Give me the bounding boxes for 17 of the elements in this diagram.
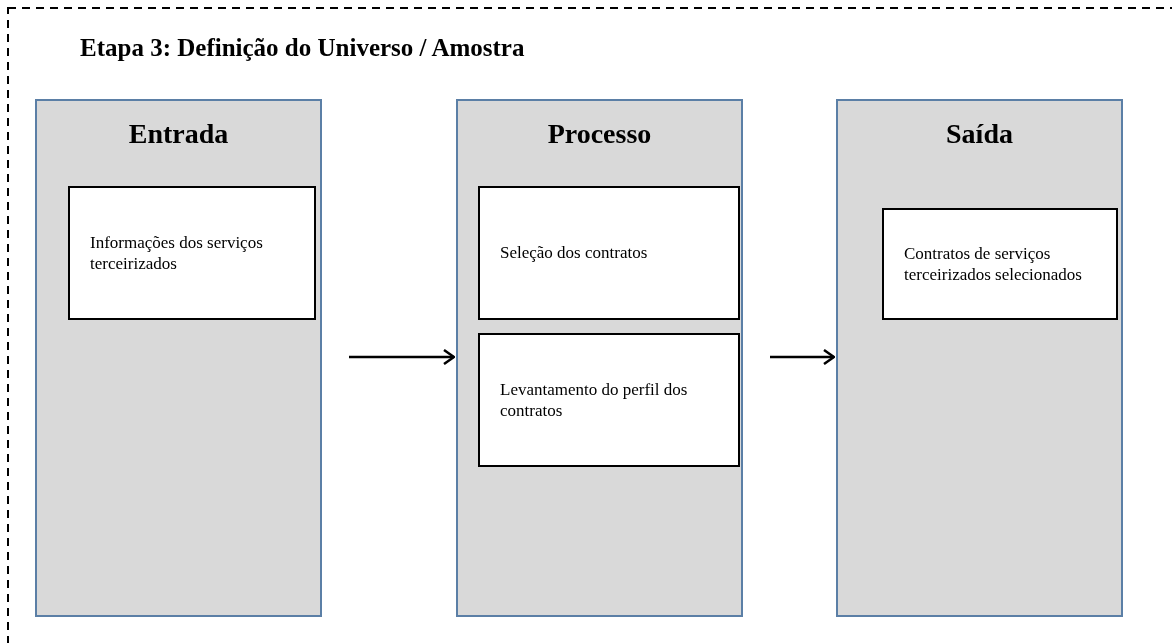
process-box	[478, 333, 740, 467]
panel-heading: Entrada	[127, 118, 230, 150]
arrow	[770, 348, 836, 366]
process-box	[68, 186, 316, 320]
stage-panel	[456, 99, 743, 617]
title: Etapa 3: Definição do Universo / Amostra	[80, 34, 525, 62]
box-text: Informações dos serviços terceirizados	[89, 231, 264, 275]
process-box	[882, 208, 1118, 320]
panel-heading: Saída	[945, 118, 1014, 150]
box-text: Levantamento do perfil dos contratos	[499, 378, 689, 422]
box-text: Seleção dos contratos	[499, 242, 649, 264]
panel-heading: Processo	[546, 118, 653, 150]
arrow	[349, 348, 456, 366]
process-box	[478, 186, 740, 320]
box-text: Contratos de serviços terceirizados selecionados	[903, 242, 1083, 286]
stage-panel	[836, 99, 1123, 617]
stage-panel	[35, 99, 322, 617]
